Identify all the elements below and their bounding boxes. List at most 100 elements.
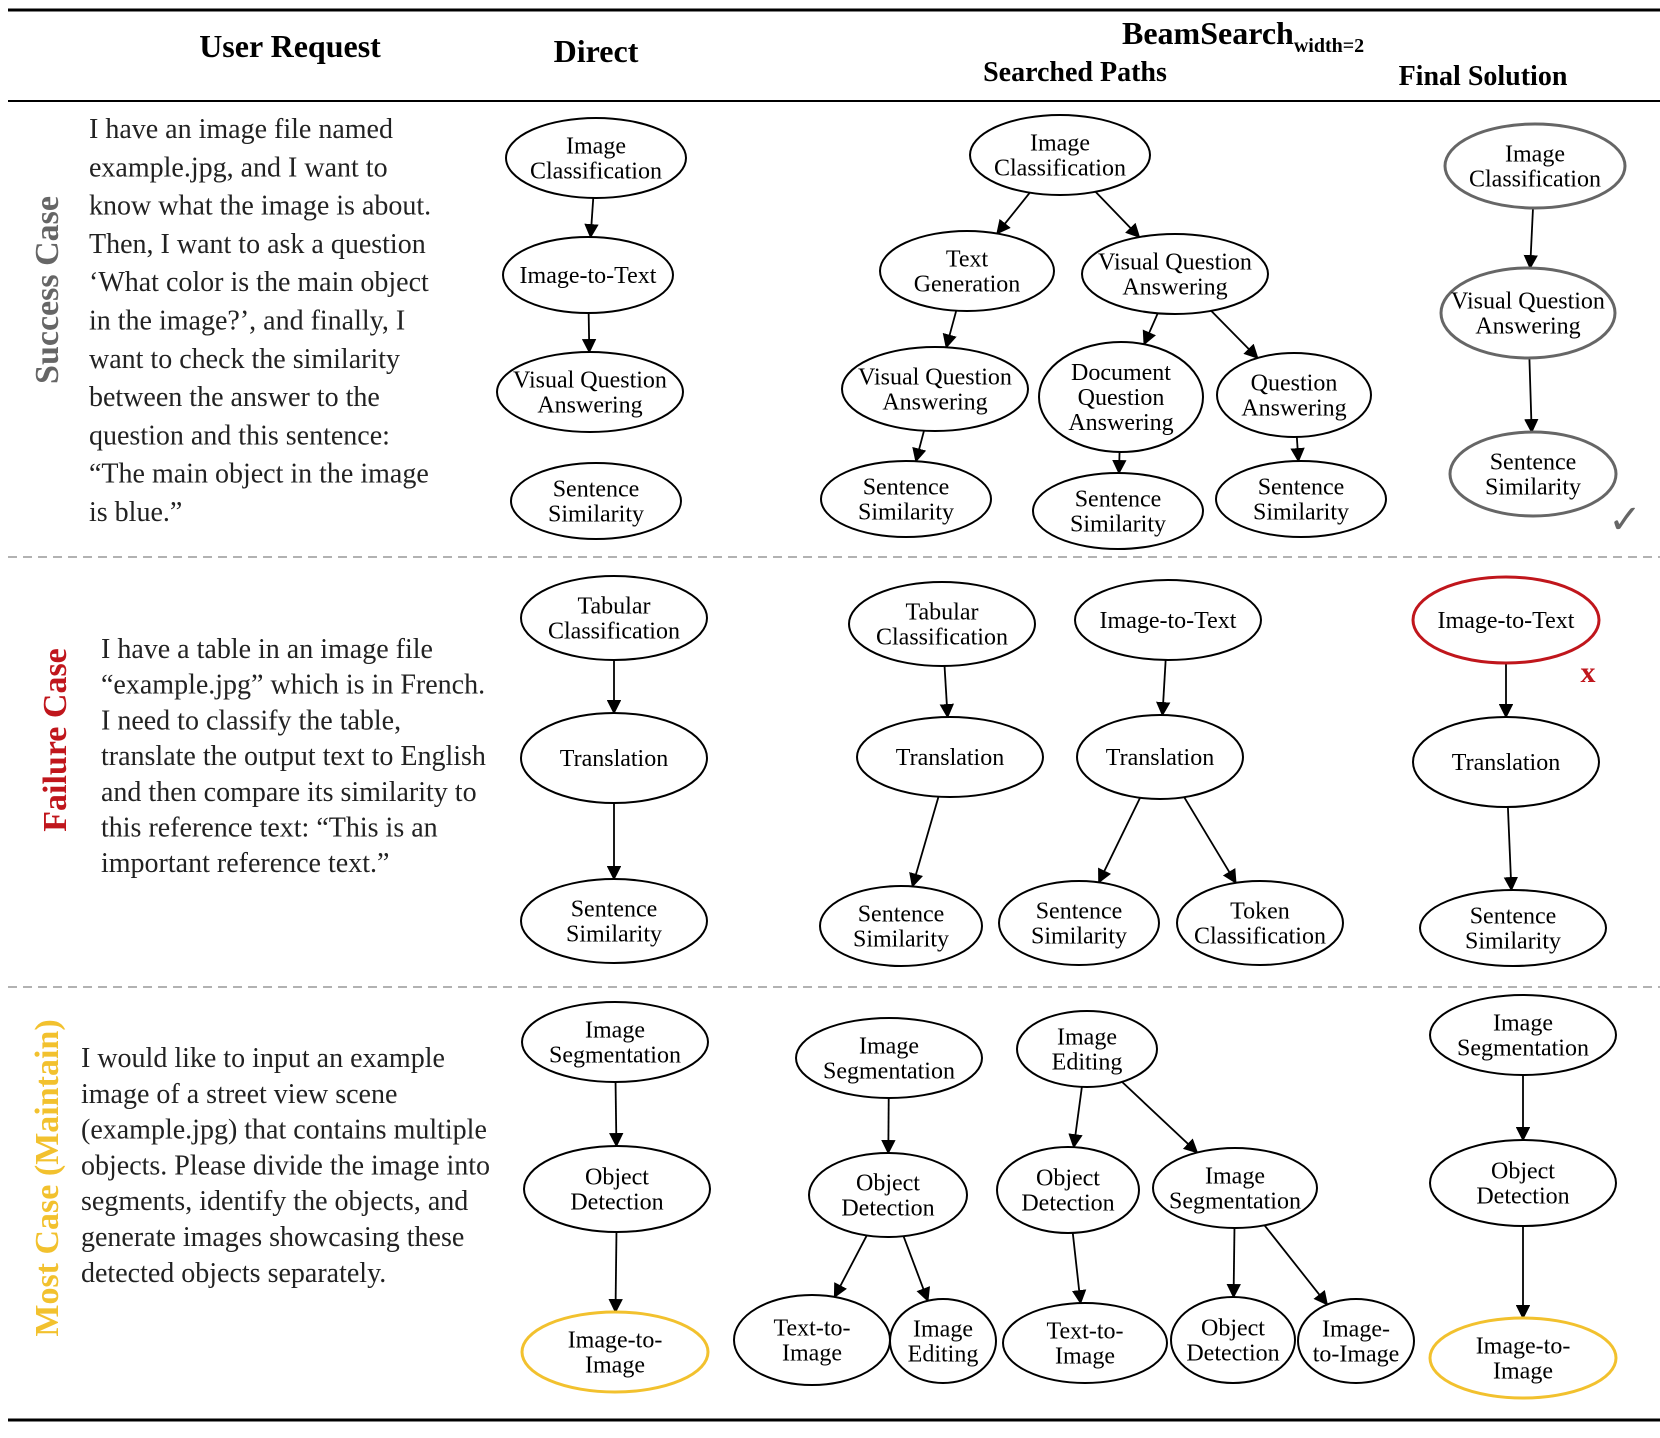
node-label-line: Image- [1322, 1317, 1390, 1343]
edge-f_b3-to-f_b5 [912, 797, 938, 887]
request-line: I need to classify the table, [101, 705, 401, 736]
request-line: important reference text.” [101, 848, 389, 879]
node-label-line: Similarity [853, 927, 949, 953]
node-label-line: Text [946, 247, 989, 273]
header-beamsearch-sub: width=2 [1294, 35, 1364, 57]
header-final-solution: Final Solution [1399, 61, 1568, 92]
node-label-line: Similarity [1253, 500, 1349, 526]
request-line: translate the output text to English [101, 741, 486, 772]
node-f_b3: Translation [857, 717, 1043, 797]
node-label-line: Image [1505, 142, 1565, 168]
node-label-line: Similarity [1485, 475, 1581, 501]
node-label-line: Image-to-Text [1438, 608, 1575, 634]
node-label-line: Segmentation [1457, 1036, 1589, 1062]
node-label-line: Image-to-Text [1100, 608, 1237, 634]
node-label-line: Tabular [906, 600, 979, 626]
request-line: I have a table in an image file [101, 634, 433, 665]
node-label-line: Classification [530, 159, 662, 185]
node-label-line: Translation [1106, 745, 1214, 771]
request-line: I would like to input an example [81, 1043, 445, 1074]
header-user-request: User Request [199, 28, 381, 64]
edge-f_b1-to-f_b3 [945, 666, 948, 717]
node-label: Image-to-Text [520, 263, 657, 289]
node-label-line: Image [585, 1353, 645, 1379]
node-label-line: Similarity [1070, 512, 1166, 538]
node-f_d2: Translation [521, 713, 707, 803]
node-label-line: Visual Question [858, 365, 1012, 391]
node-label: Translation [896, 745, 1004, 771]
node-label-line: Image [566, 134, 626, 160]
edge-s_d1-to-s_d2 [591, 198, 594, 237]
node-label-line: Detection [1021, 1191, 1114, 1217]
node-label: Text-to-Image [774, 1316, 851, 1367]
node-label-line: Similarity [858, 500, 954, 526]
node-label: Image-to-Text [1100, 608, 1237, 634]
node-label-line: Sentence [858, 902, 945, 928]
node-label-line: Object [1201, 1316, 1265, 1342]
request-line: know what the image is about. [89, 191, 431, 222]
node-label-line: Text-to- [1047, 1319, 1124, 1345]
node-label-line: Detection [570, 1190, 663, 1216]
node-label-line: Editing [908, 1342, 979, 1368]
edge-f_b2-to-f_b4 [1162, 660, 1165, 715]
node-label-line: Detection [1186, 1341, 1279, 1367]
node-label-line: Classification [994, 156, 1126, 182]
node-label-line: Translation [1452, 750, 1560, 776]
request-line: question and this sentence: [89, 420, 390, 451]
request-line: is blue.” [89, 497, 182, 528]
request-text-failure: I have a table in an image file “example.… [101, 634, 486, 879]
node-label-line: Detection [841, 1196, 934, 1222]
node-label-line: Visual Question [1098, 250, 1252, 276]
node-label-line: Image [1057, 1025, 1117, 1051]
edge-f_f2-to-f_f3 [1508, 807, 1512, 890]
node-label-line: Classification [1469, 167, 1601, 193]
node-label-line: Image [1493, 1359, 1553, 1385]
node-label-line: Tabular [578, 594, 651, 620]
edge-s_b2-to-s_b4 [946, 311, 956, 348]
node-f_f1: Image-to-Text [1413, 577, 1599, 663]
node-label-line: Sentence [863, 475, 950, 501]
edge-m_b4-to-m_b8 [1073, 1233, 1081, 1303]
failure-x-mark: x [1581, 656, 1596, 689]
node-label-line: Similarity [1465, 929, 1561, 955]
node-label-line: Image [859, 1034, 919, 1060]
edge-m_b2-to-m_b4 [1074, 1087, 1082, 1147]
node-label-line: Detection [1476, 1184, 1569, 1210]
header-beamsearch: BeamSearchwidth=2 [1122, 15, 1364, 57]
side-label-success: Success Case [29, 196, 66, 384]
request-line: image of a street view scene [81, 1079, 397, 1110]
edge-s_b3-to-s_b6 [1211, 311, 1257, 358]
node-label-line: Answering [1068, 410, 1173, 436]
node-label-line: Answering [882, 390, 987, 416]
node-label-line: Object [585, 1165, 649, 1191]
node-label-line: Sentence [553, 477, 640, 503]
request-line: “The main object in the image [89, 459, 429, 490]
node-label-line: Answering [1241, 396, 1346, 422]
edge-m_b3-to-m_b6 [835, 1235, 867, 1296]
node-label-line: Image [1493, 1011, 1553, 1037]
node-m_b6: Text-to-Image [734, 1295, 890, 1385]
node-label-line: Classification [876, 625, 1008, 651]
request-line: “example.jpg” which is in French. [101, 670, 485, 701]
node-label-line: Generation [914, 272, 1021, 298]
